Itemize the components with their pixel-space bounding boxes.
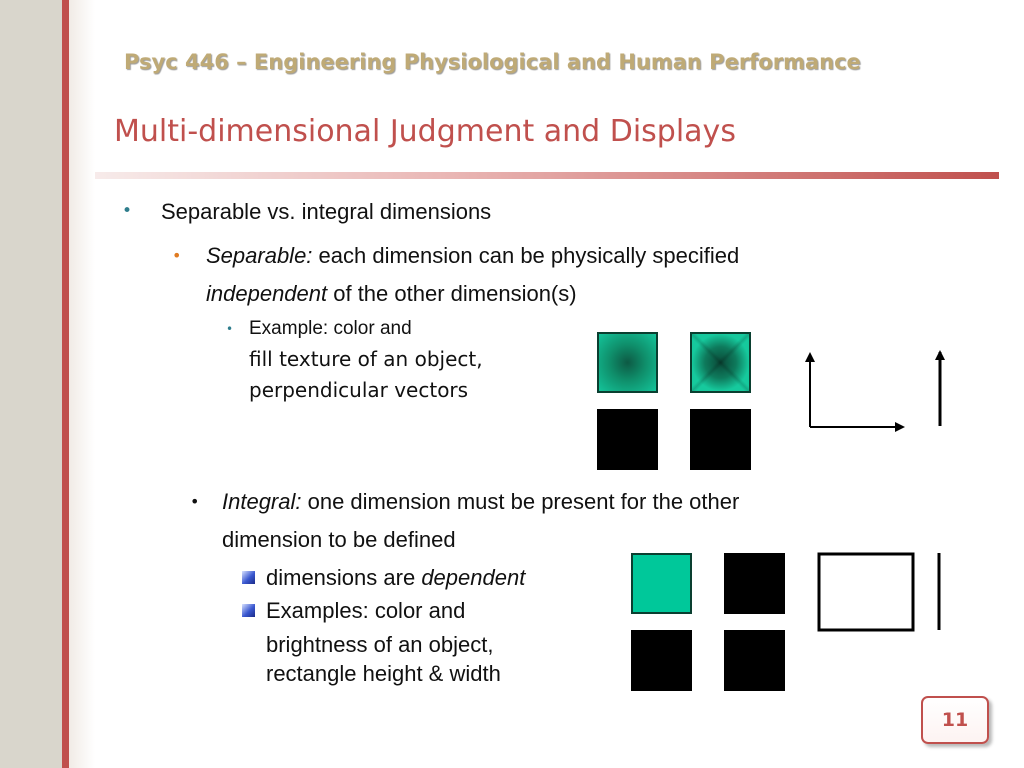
perpendicular-arrows bbox=[805, 352, 905, 432]
square-bullet-icon bbox=[242, 604, 255, 617]
bullet-dot: • bbox=[122, 201, 133, 221]
dependent-term: dependent bbox=[421, 565, 526, 590]
teal-square bbox=[631, 553, 692, 614]
rectangle-outline bbox=[817, 552, 915, 632]
page-number-badge: 11 bbox=[921, 696, 989, 744]
integral-definition-text: one dimension must be present for the ot… bbox=[301, 489, 740, 514]
bullet-dot: • bbox=[226, 322, 234, 336]
side-stripe bbox=[62, 0, 69, 768]
integral-sub2-line2: brightness of an object, bbox=[266, 632, 494, 657]
black-square bbox=[690, 409, 751, 470]
integral-definition-line1: Integral: one dimension must be present … bbox=[222, 489, 739, 515]
separable-example-line1: Example: color and bbox=[249, 318, 412, 339]
teal-gradient-square bbox=[597, 332, 658, 393]
rectangle-figure bbox=[817, 552, 941, 632]
separable-definition-line2: independent of the other dimension(s) bbox=[206, 281, 577, 307]
slide-title: Multi-dimensional Judgment and Displays bbox=[114, 114, 736, 149]
bullet-dot: • bbox=[190, 492, 200, 511]
integral-sub2-line3: rectangle height & width bbox=[266, 661, 501, 686]
black-square bbox=[724, 630, 785, 691]
integral-sub1: dimensions are dependent bbox=[266, 565, 525, 591]
separable-example-line3: perpendicular vectors bbox=[249, 378, 469, 402]
black-square bbox=[724, 553, 785, 614]
integral-definition-line2: dimension to be defined bbox=[222, 527, 456, 552]
black-square bbox=[597, 409, 658, 470]
page-number: 11 bbox=[941, 709, 969, 731]
title-divider bbox=[95, 172, 999, 179]
square-bullet-icon bbox=[242, 571, 255, 584]
independent-term: independent bbox=[206, 281, 328, 306]
teal-textured-square bbox=[690, 332, 751, 393]
bullet-separable-vs-integral: Separable vs. integral dimensions bbox=[161, 199, 492, 224]
course-title: Psyc 446 – Engineering Physiological and… bbox=[124, 50, 861, 74]
side-fade bbox=[69, 0, 95, 768]
integral-sub1-text: dimensions are bbox=[266, 565, 422, 590]
separable-definition-line1: Separable: each dimension can be physica… bbox=[206, 243, 739, 269]
integral-sub2-line1: Examples: color and bbox=[266, 598, 466, 623]
separable-definition-text-2: of the other dimension(s) bbox=[327, 281, 577, 306]
perpendicular-vectors-figure bbox=[805, 350, 945, 432]
bullet-dot: • bbox=[172, 246, 182, 265]
black-square bbox=[631, 630, 692, 691]
side-panel bbox=[0, 0, 62, 768]
integral-term: Integral: bbox=[222, 489, 302, 514]
separable-example-line2: fill texture of an object, bbox=[249, 347, 483, 371]
separable-definition-text: each dimension can be physically specifi… bbox=[312, 243, 740, 268]
separable-term: Separable: bbox=[206, 243, 313, 268]
